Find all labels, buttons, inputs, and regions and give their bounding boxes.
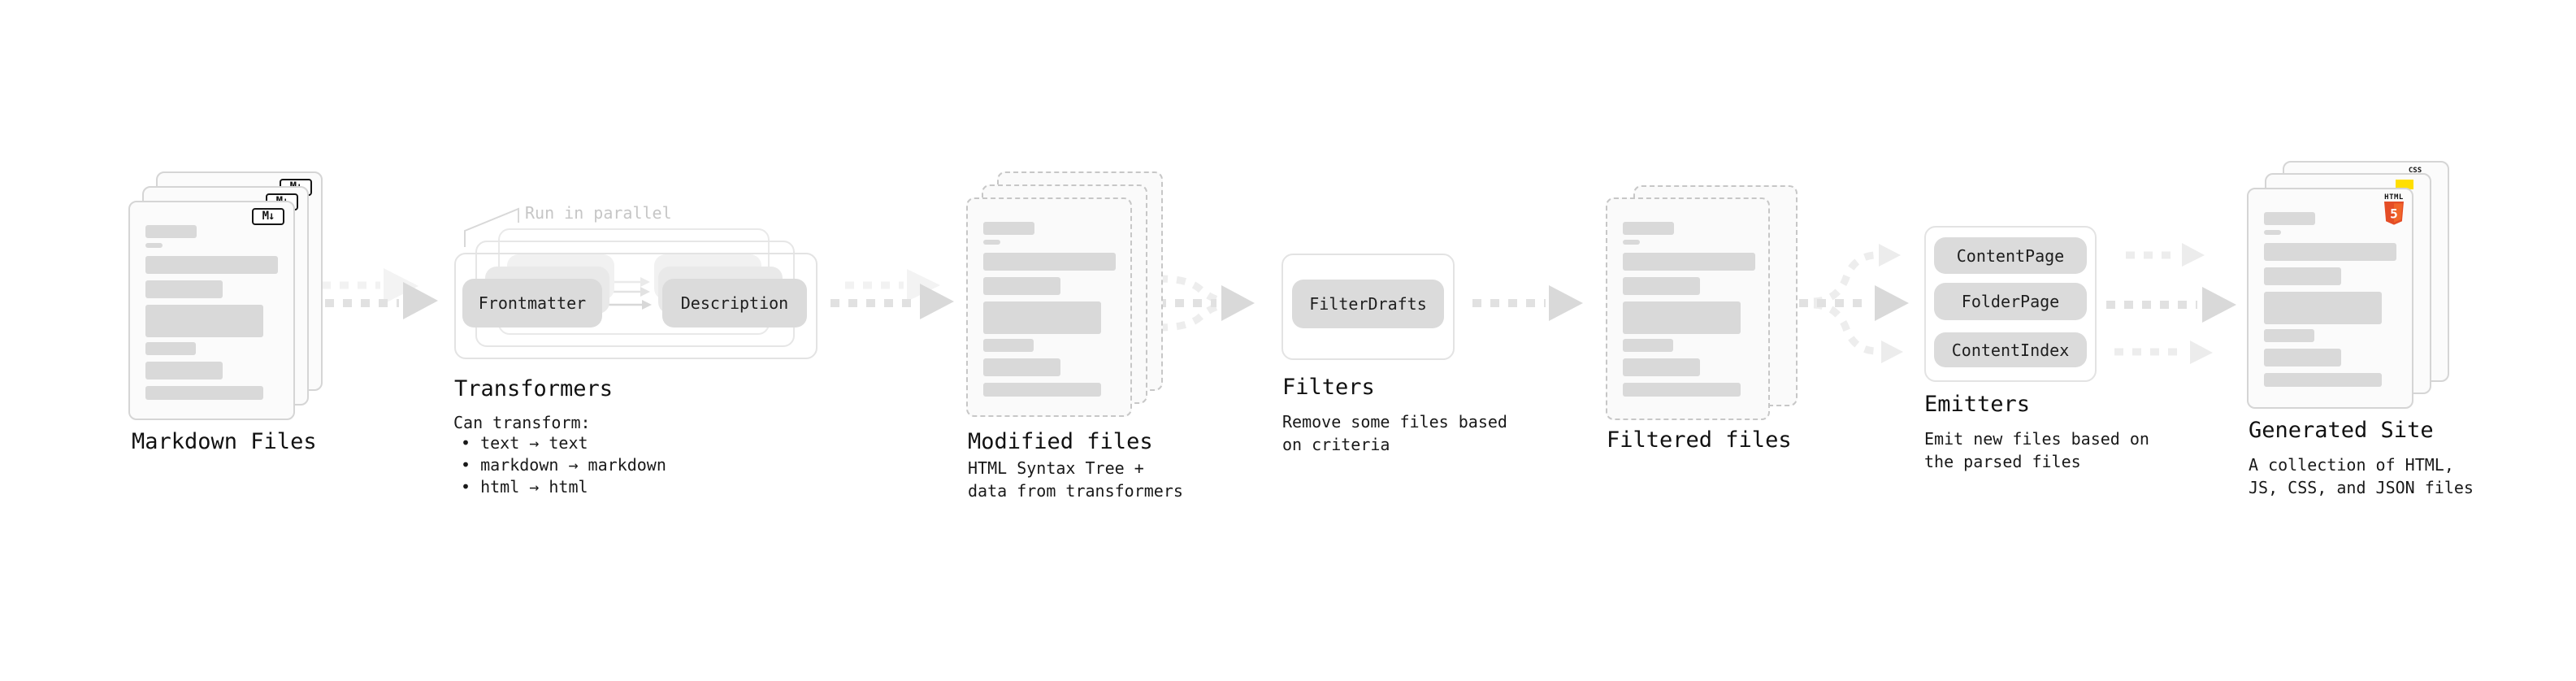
placeholder-bar xyxy=(2264,212,2315,225)
placeholder-bar xyxy=(2264,349,2341,367)
placeholder-bar xyxy=(2264,292,2382,324)
placeholder-bar xyxy=(983,358,1060,376)
arrow-transformers-to-modified xyxy=(830,269,954,319)
placeholder-bar xyxy=(1623,339,1673,352)
placeholder-bar xyxy=(1623,383,1741,397)
javascript-icon xyxy=(2396,180,2413,189)
placeholder-bar xyxy=(983,339,1034,352)
markdown-files-label: Markdown Files xyxy=(132,429,317,454)
placeholder-bar xyxy=(983,253,1116,271)
placeholder-bar xyxy=(1623,301,1741,334)
placeholder-bar xyxy=(1623,358,1700,376)
placeholder-bar xyxy=(2264,243,2396,261)
placeholder-bar xyxy=(145,362,223,380)
arrow-markdown-to-transformers xyxy=(307,268,438,319)
filtered-file-card-front xyxy=(1606,197,1770,420)
placeholder-bar xyxy=(145,256,278,274)
placeholder-bar xyxy=(983,301,1101,334)
filters-label: Filters xyxy=(1282,375,1375,400)
contentpage-node: ContentPage xyxy=(1934,237,2087,274)
placeholder-bar xyxy=(1623,240,1640,245)
placeholder-bar xyxy=(145,225,197,238)
folderpage-node: FolderPage xyxy=(1934,283,2087,320)
markdown-icon: M↓ xyxy=(252,208,284,225)
placeholder-bar xyxy=(1623,277,1700,295)
generated-file-card-front: HTML 5 xyxy=(2247,188,2413,409)
placeholder-bar xyxy=(2264,230,2281,235)
generated-site-description: A collection of HTML, JS, CSS, and JSON … xyxy=(2249,455,2474,497)
frontmatter-node: Frontmatter xyxy=(462,279,602,327)
transform-bullet: • text → text xyxy=(461,433,588,453)
description-node: Description xyxy=(662,279,807,327)
transformers-label: Transformers xyxy=(454,376,614,401)
transformers-description-title: Can transform: xyxy=(453,413,591,432)
arrow-filtered-to-emitters xyxy=(1781,244,1909,363)
contentindex-node: ContentIndex xyxy=(1934,332,2087,367)
filterdrafts-node: FilterDrafts xyxy=(1292,280,1444,328)
filters-description: Remove some files based on criteria xyxy=(1282,412,1507,454)
placeholder-bar xyxy=(145,305,263,337)
run-in-parallel-note: Run in parallel xyxy=(525,203,672,223)
transform-bullet: • markdown → markdown xyxy=(461,455,666,475)
arrow-emitters-to-generated xyxy=(2106,243,2236,364)
placeholder-bar xyxy=(1623,222,1674,235)
generated-site-label: Generated Site xyxy=(2249,418,2434,443)
placeholder-bar xyxy=(983,240,1000,245)
placeholder-bar xyxy=(145,386,263,400)
modified-files-label: Modified files xyxy=(968,429,1153,454)
html5-icon: HTML 5 xyxy=(2383,193,2405,225)
placeholder-bar xyxy=(145,280,223,298)
placeholder-bar xyxy=(983,277,1060,295)
emitters-description: Emit new files based on the parsed files xyxy=(1924,429,2149,471)
emitters-label: Emitters xyxy=(1924,392,2031,417)
arrow-filters-to-filtered xyxy=(1472,285,1583,321)
placeholder-bar xyxy=(2264,373,2382,387)
placeholder-bar xyxy=(1623,253,1755,271)
markdown-file-card-front: M↓ xyxy=(128,201,295,420)
placeholder-bar xyxy=(2264,329,2314,342)
modified-file-card-front xyxy=(966,197,1132,417)
placeholder-bar xyxy=(983,222,1034,235)
filtered-files-label: Filtered files xyxy=(1607,427,1792,453)
placeholder-bar xyxy=(145,243,163,248)
transform-bullet: • html → html xyxy=(461,477,588,497)
placeholder-bar xyxy=(983,383,1101,397)
modified-files-description: HTML Syntax Tree + data from transformer… xyxy=(968,458,1183,501)
placeholder-bar xyxy=(145,342,196,355)
placeholder-bar xyxy=(2264,267,2341,285)
transformer-container-front xyxy=(454,253,817,359)
svg-text:5: 5 xyxy=(2390,206,2398,222)
